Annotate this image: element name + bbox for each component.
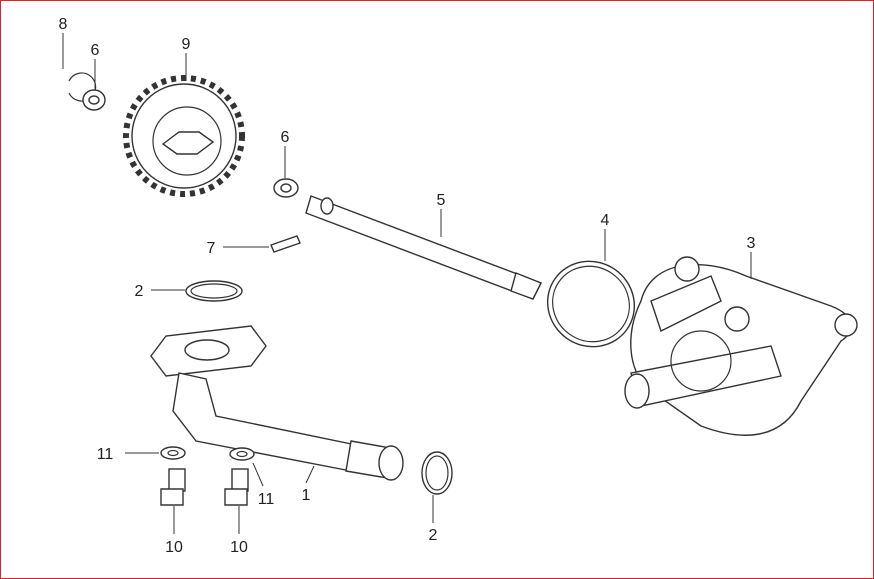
o-ring-part — [421, 451, 453, 495]
washer-part — [273, 178, 299, 198]
callout-9: 9 — [182, 36, 191, 53]
washer-part — [82, 89, 106, 111]
washer-part — [160, 446, 186, 460]
callout-11: 11 — [97, 446, 114, 463]
bolt-part — [224, 468, 249, 506]
callout-2: 2 — [429, 527, 438, 544]
callout-7: 7 — [207, 240, 216, 257]
callout-3: 3 — [747, 235, 756, 252]
callout-4: 4 — [601, 212, 610, 229]
leader-lines — [62, 33, 752, 534]
washer-part — [229, 447, 255, 461]
callout-8: 8 — [59, 16, 68, 33]
pump-body-part — [624, 256, 858, 436]
pipe-part — [150, 325, 404, 481]
callout-10: 10 — [230, 539, 248, 556]
pin-part — [270, 235, 301, 253]
o-ring-part — [185, 280, 243, 302]
callout-1: 1 — [302, 487, 311, 504]
callout-5: 5 — [437, 192, 446, 209]
callout-6: 6 — [281, 129, 290, 146]
circlip-part — [68, 72, 97, 102]
callout-11: 11 — [258, 491, 275, 508]
gear-part — [123, 75, 245, 197]
callout-2: 2 — [135, 283, 144, 300]
callout-6: 6 — [91, 42, 100, 59]
bolt-part — [160, 468, 186, 506]
o-ring-part — [546, 260, 636, 348]
shaft-part — [305, 195, 542, 300]
callout-10: 10 — [165, 539, 183, 556]
